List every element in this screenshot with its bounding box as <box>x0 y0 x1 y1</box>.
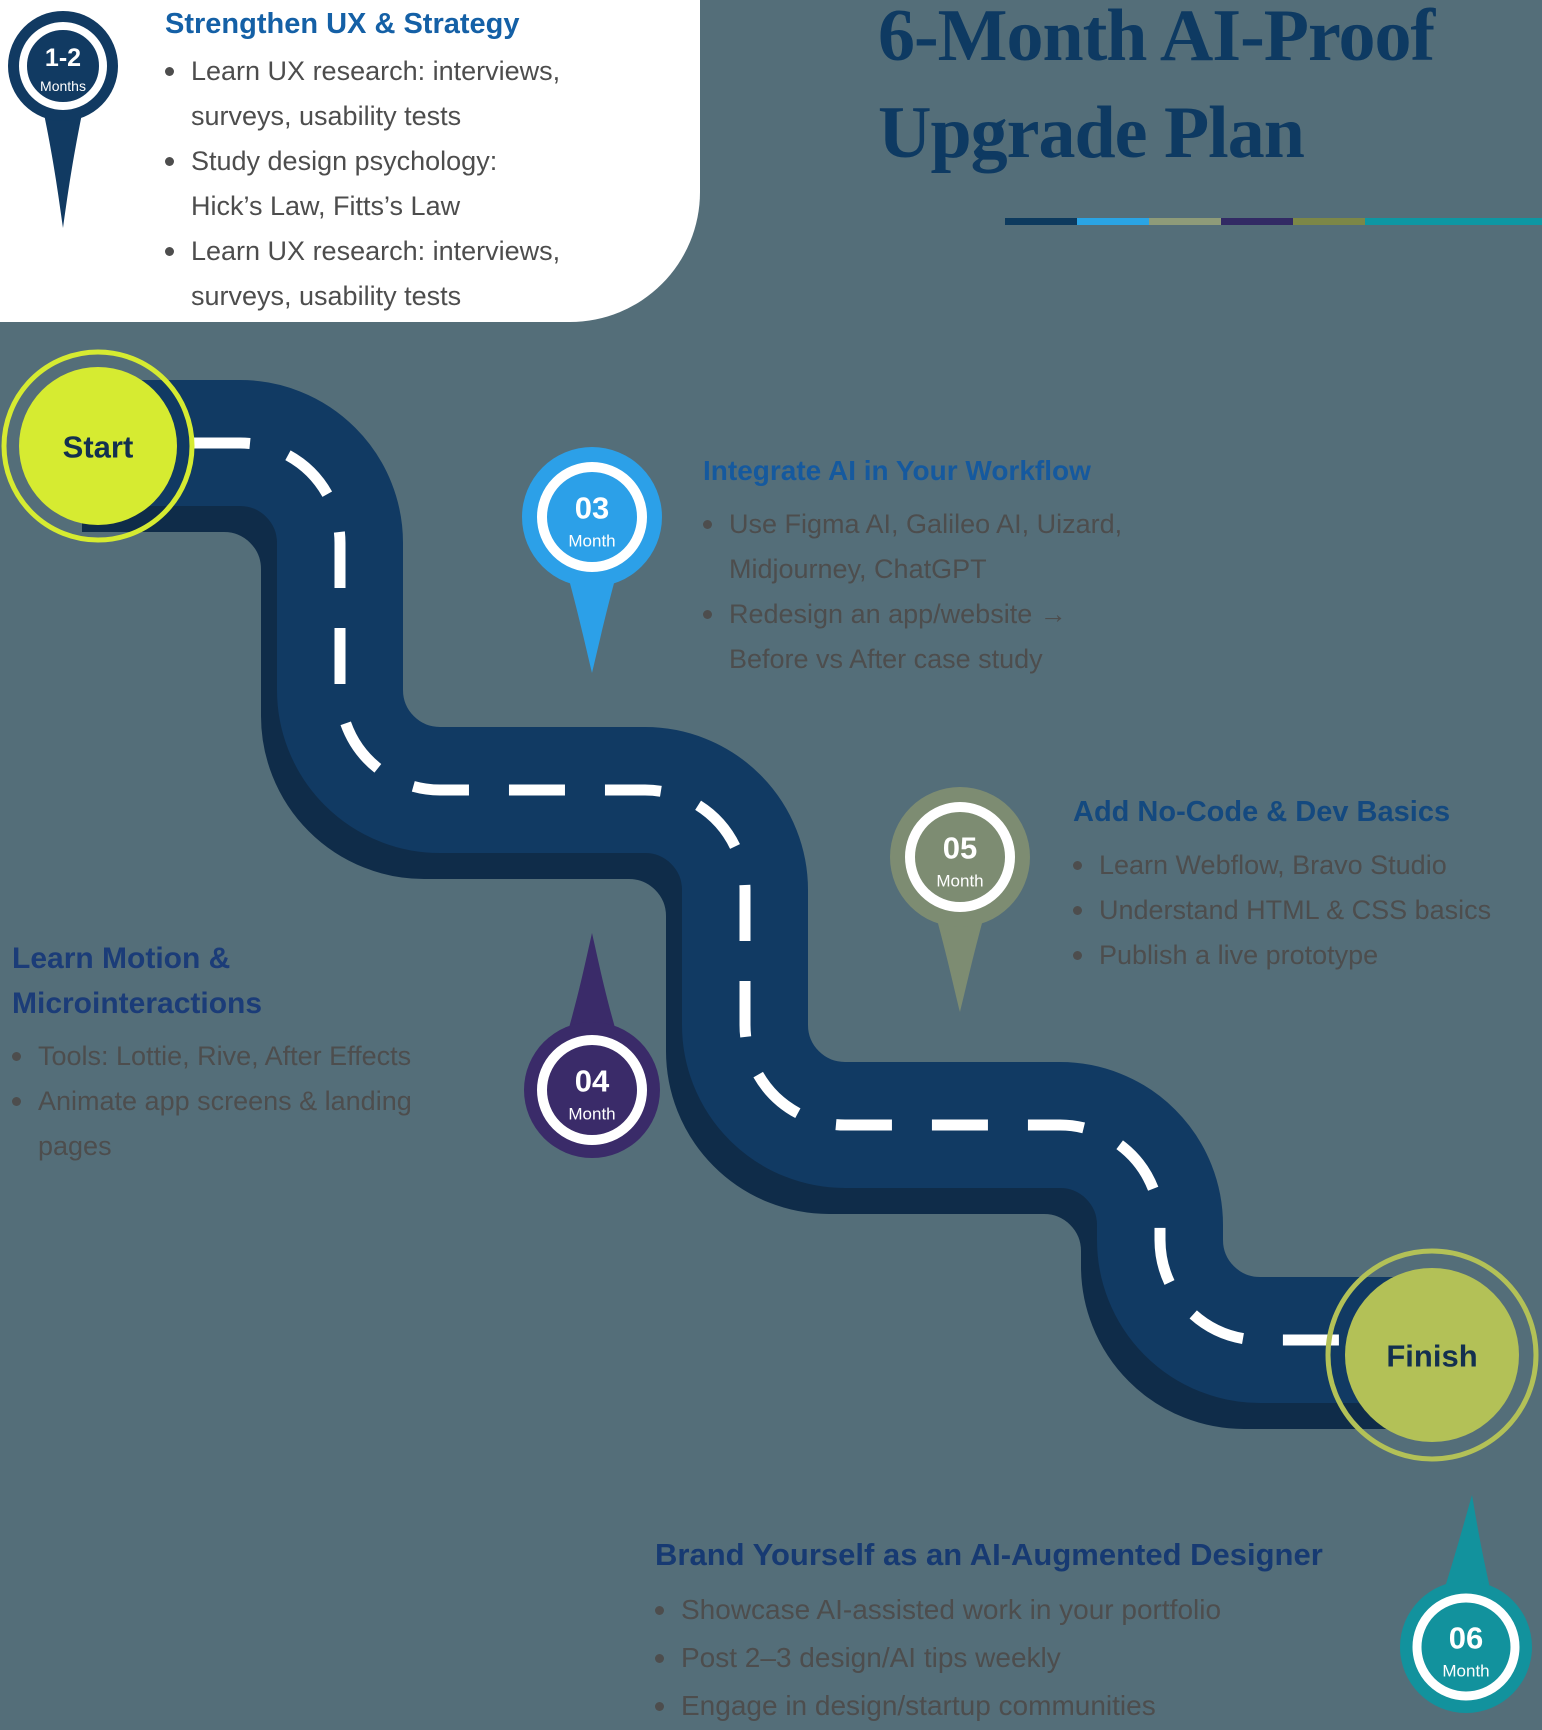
bullet-dot-icon <box>165 247 174 256</box>
bullet-dot-icon <box>655 1606 664 1615</box>
title-divider <box>1005 218 1542 225</box>
finish-circle <box>1345 1268 1519 1442</box>
list-item: Animate app screens & landing pages <box>12 1079 412 1169</box>
milestone-pin-month-03: 03 Month <box>522 447 662 673</box>
milestone-pin-month-04: 04 Month <box>524 933 660 1158</box>
top-left-white-corner <box>0 0 700 322</box>
start-circle <box>19 367 177 525</box>
section-heading: Learn Motion & Microinteractions <box>12 942 263 1020</box>
section-integrate-ai: Integrate AI in Your Workflow Use Figma … <box>703 452 1122 682</box>
section-brand-yourself: Brand Yourself as an AI-Augmented Design… <box>655 1536 1323 1730</box>
milestone-pin-month-06: 06 Month <box>1400 1495 1532 1713</box>
list-item: Study design psychology: Hick’s Law, Fit… <box>165 139 560 229</box>
list-item: Understand HTML & CSS basics <box>1073 888 1491 933</box>
pin-tail-icon <box>38 85 88 228</box>
section-strengthen-ux: Strengthen UX & Strategy Learn UX resear… <box>165 5 560 319</box>
bullet-dot-icon <box>1073 951 1082 960</box>
divider-segment <box>1149 218 1221 225</box>
section-heading: Strengthen UX & Strategy <box>165 8 520 40</box>
bullet-text: Showcase AI-assisted work in your portfo… <box>681 1594 1222 1625</box>
bullet-text: Engage in design/startup communities <box>681 1690 1156 1721</box>
finish-label: Finish <box>1386 1339 1477 1374</box>
list-item: Redesign an app/website → Before vs Afte… <box>703 592 1122 682</box>
divider-segment <box>1221 218 1293 225</box>
bullet-list: Tools: Lottie, Rive, After Effects Anima… <box>12 1034 412 1169</box>
bullet-list: Use Figma AI, Galileo AI, Uizard, Midjou… <box>703 502 1122 682</box>
section-heading: Brand Yourself as an AI-Augmented Design… <box>655 1537 1323 1572</box>
start-ring-icon <box>1 349 195 543</box>
list-item: Engage in design/startup communities <box>655 1682 1323 1730</box>
pin-number: 1-2 <box>45 44 81 72</box>
bullet-dot-icon <box>703 520 712 529</box>
bullet-dot-icon <box>655 1702 664 1711</box>
pin-sublabel: Month <box>936 872 983 891</box>
bullet-text: Post 2–3 design/AI tips weekly <box>681 1642 1061 1673</box>
list-item: Tools: Lottie, Rive, After Effects <box>12 1034 411 1079</box>
section-no-code: Add No-Code & Dev Basics Learn Webflow, … <box>1073 793 1491 978</box>
pin-sublabel: Month <box>568 1105 615 1124</box>
bullet-text: Publish a live prototype <box>1099 940 1379 970</box>
section-learn-motion: Learn Motion & Microinteractions Tools: … <box>12 936 412 1169</box>
start-marker: Start <box>1 349 195 543</box>
section-heading: Integrate AI in Your Workflow <box>703 455 1091 486</box>
bullet-text: Understand HTML & CSS basics <box>1099 895 1492 925</box>
section-heading: Add No-Code & Dev Basics <box>1073 796 1451 828</box>
bullet-list: Learn Webflow, Bravo Studio Understand H… <box>1073 843 1491 978</box>
pin-ring-icon <box>19 22 107 110</box>
pin-ring-icon <box>1412 1593 1520 1701</box>
finish-ring-icon <box>1325 1248 1539 1462</box>
bullet-text: Study design psychology: Hick’s Law, Fit… <box>191 146 498 221</box>
milestone-pin-month-05: 05 Month <box>890 787 1030 1012</box>
page-title-line1: 6-Month AI-Proof <box>878 0 1435 77</box>
bullet-dot-icon <box>165 67 174 76</box>
pin-number: 03 <box>575 491 609 526</box>
bullet-text: Learn UX research: interviews, surveys, … <box>191 56 561 131</box>
bullet-dot-icon <box>1073 906 1082 915</box>
list-item: Learn UX research: interviews, surveys, … <box>165 229 560 319</box>
page-title: 6-Month AI-Proof Upgrade Plan <box>878 0 1435 182</box>
pin-sublabel: Month <box>1442 1662 1489 1681</box>
pin-sublabel: Months <box>40 78 86 94</box>
list-item: Learn Webflow, Bravo Studio <box>1073 843 1491 888</box>
page-title-line2: Upgrade Plan <box>878 92 1305 174</box>
pin-number: 06 <box>1449 1621 1483 1656</box>
list-item: Post 2–3 design/AI tips weekly <box>655 1634 1323 1682</box>
list-item: Learn UX research: interviews, surveys, … <box>165 49 560 139</box>
divider-segment <box>1293 218 1365 225</box>
bullet-dot-icon <box>165 157 174 166</box>
divider-segment <box>1005 218 1077 225</box>
road <box>82 380 1432 1429</box>
pin-number: 05 <box>943 831 977 866</box>
bullet-dot-icon <box>655 1654 664 1663</box>
list-item: Showcase AI-assisted work in your portfo… <box>655 1586 1323 1634</box>
bullet-dot-icon <box>1073 861 1082 870</box>
pin-ring-icon <box>537 462 647 572</box>
road-center-dashes <box>98 437 1432 1346</box>
bullet-text: Redesign an app/website → Before vs Afte… <box>729 599 1067 674</box>
bullet-text: Use Figma AI, Galileo AI, Uizard, Midjou… <box>729 509 1123 584</box>
pin-sublabel: Month <box>568 532 615 551</box>
bullet-list: Showcase AI-assisted work in your portfo… <box>655 1586 1323 1730</box>
bullet-text: Tools: Lottie, Rive, After Effects <box>38 1041 412 1071</box>
bullet-dot-icon <box>12 1097 21 1106</box>
bullet-text: Animate app screens & landing pages <box>38 1086 412 1161</box>
finish-marker: Finish <box>1325 1248 1539 1462</box>
bullet-text: Learn Webflow, Bravo Studio <box>1099 850 1447 880</box>
bullet-list: Learn UX research: interviews, surveys, … <box>165 49 560 319</box>
divider-segment <box>1077 218 1149 225</box>
pin-ring-icon <box>537 1035 647 1145</box>
list-item: Publish a live prototype <box>1073 933 1491 978</box>
milestone-pin-months-1-2: 1-2 Months <box>8 11 118 228</box>
pin-number: 04 <box>575 1064 610 1099</box>
bullet-dot-icon <box>12 1052 21 1061</box>
list-item: Use Figma AI, Galileo AI, Uizard, Midjou… <box>703 502 1122 592</box>
start-label: Start <box>63 430 134 465</box>
pin-ring-icon <box>905 802 1015 912</box>
bullet-dot-icon <box>703 610 712 619</box>
bullet-text: Learn UX research: interviews, surveys, … <box>191 236 561 311</box>
divider-segment <box>1365 218 1542 225</box>
